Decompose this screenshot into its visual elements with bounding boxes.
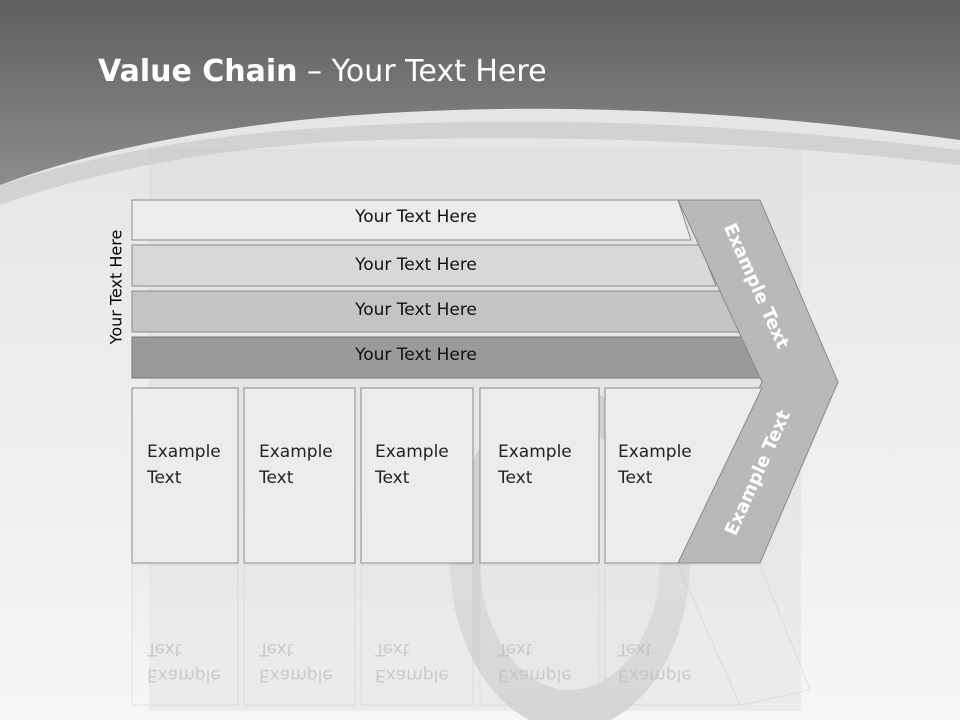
box-4: [479, 387, 600, 564]
box-2-label: Example Text: [259, 442, 333, 488]
box-5: [604, 387, 763, 564]
reflection: [131, 564, 811, 706]
page-title: Value Chain – Your Text Here: [98, 54, 547, 89]
box-3: [360, 387, 474, 564]
box-2: [243, 387, 356, 564]
header-swoosh: [0, 121, 960, 205]
box-1-label: Example Text: [147, 442, 221, 488]
bar-2-label: Your Text Here: [355, 255, 477, 275]
box-3-reflection: Example Text: [375, 639, 449, 685]
bar-1: [131, 199, 692, 241]
box-2-reflection: Example Text: [259, 639, 333, 685]
box-1: [131, 387, 239, 564]
header-band: [0, 0, 960, 185]
bar-3-label: Your Text Here: [355, 300, 477, 320]
box-1-reflection: Example Text: [147, 639, 221, 685]
bar-2: [131, 244, 717, 287]
bar-1-label: Your Text Here: [355, 207, 477, 227]
box-4-label: Example Text: [498, 442, 572, 488]
box-5-label: Example Text: [618, 442, 692, 488]
box-5-reflection: Example Text: [618, 639, 692, 685]
box-4-reflection: Example Text: [498, 639, 572, 685]
bar-4-label: Your Text Here: [355, 345, 477, 365]
title-bold: Value Chain: [98, 54, 298, 89]
side-label-text: Your Text Here: [106, 229, 126, 345]
title-rest: – Your Text Here: [297, 54, 547, 89]
chevron-arrow: [677, 199, 839, 564]
box-3-label: Example Text: [375, 442, 449, 488]
